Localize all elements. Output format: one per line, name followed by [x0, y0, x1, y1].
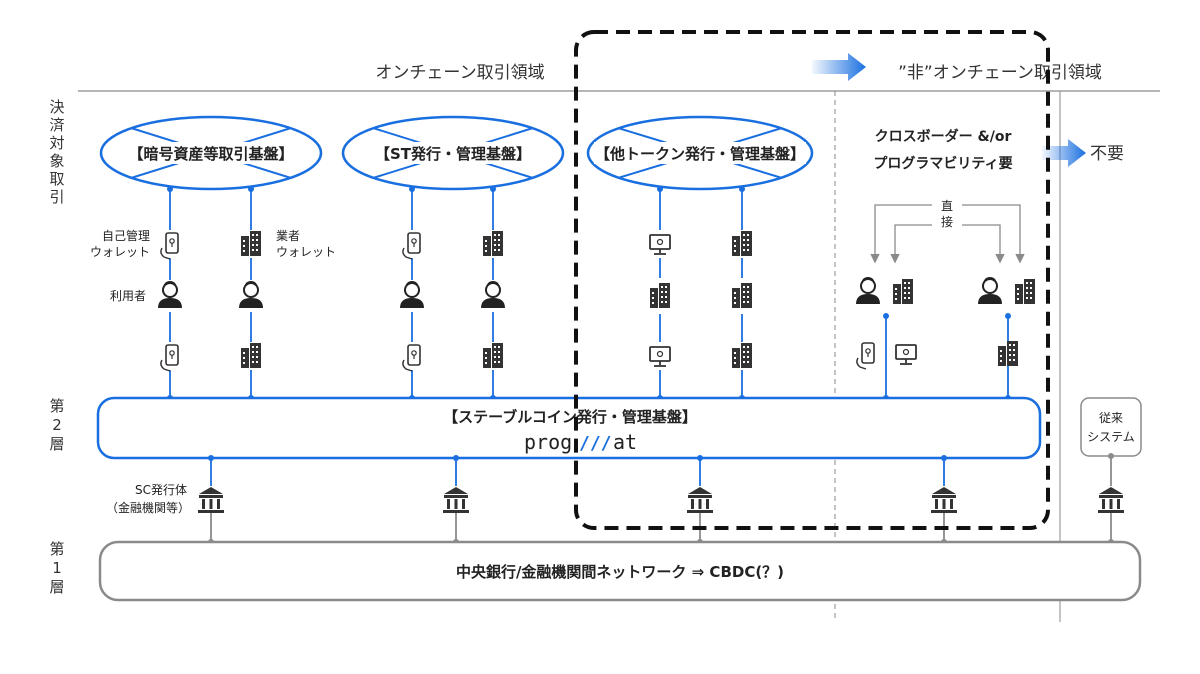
- crossborder-line1: クロスボーダー &/or: [875, 128, 1012, 145]
- user-label: 利用者: [110, 289, 146, 303]
- layer2-side-label: 第 2 層: [49, 397, 64, 453]
- bank-icon: [687, 487, 713, 513]
- network-label: 中央銀行/金融機関間ネットワーク ⇒ CBDC(？): [456, 563, 784, 581]
- direct-connection-bracket: [870, 204, 1025, 264]
- bank-icon: [931, 487, 957, 513]
- connector-dots: [167, 186, 1011, 401]
- user-icon: [855, 276, 881, 305]
- stablecoin-platform-bar: [96, 396, 1042, 460]
- svg-text:第: 第: [49, 397, 64, 415]
- svg-text:済: 済: [49, 116, 64, 134]
- settlement-side-label: 決 済 対 象 取 引: [49, 98, 64, 206]
- layer1-side-label: 第 1 層: [49, 540, 64, 596]
- bank-icon: [1098, 487, 1124, 513]
- right-arrow-icon: [1042, 139, 1086, 167]
- building-icon: [1015, 279, 1035, 304]
- svg-text:決: 決: [49, 98, 64, 116]
- building-icon: [893, 279, 913, 304]
- other-token-platform-label: 【他トークン発行・管理基盤】: [595, 145, 805, 163]
- svg-text:取: 取: [49, 170, 64, 188]
- st-platform-label: 【ST発行・管理基盤】: [375, 145, 531, 163]
- crypto-platform: 【暗号資産等取引基盤】: [99, 115, 323, 191]
- svg-text:2: 2: [52, 416, 62, 434]
- svg-text:層: 層: [49, 435, 64, 453]
- phone-wallet-icon: [856, 342, 875, 370]
- custodial-label-1: 業者: [276, 229, 300, 243]
- direct-label-1: 直: [941, 199, 953, 213]
- building-icon: [998, 341, 1018, 366]
- bank-icon: [443, 487, 469, 513]
- onchain-region-label: オンチェーン取引領域: [375, 63, 544, 83]
- legacy-label-1: 従来: [1099, 411, 1123, 425]
- stablecoin-platform-label: 【ステーブルコイン発行・管理基盤】: [443, 408, 697, 426]
- svg-text:at: at: [613, 430, 637, 454]
- crossborder-line2: プログラマビリティ要: [873, 155, 1012, 172]
- right-arrow-icon: [812, 53, 866, 81]
- issuer-label-2: （金融機関等）: [106, 500, 190, 515]
- svg-text:層: 層: [49, 578, 64, 596]
- svg-text:第: 第: [49, 540, 64, 558]
- svg-text:対: 対: [49, 134, 64, 152]
- custodial-label-2: ウォレット: [276, 245, 336, 259]
- self-custody-label-1: 自己管理: [102, 228, 150, 243]
- user-icon: [977, 276, 1003, 305]
- network-bar: [98, 540, 1142, 602]
- sc-to-issuer-connectors: [210, 458, 945, 486]
- monitor-icon: [895, 344, 917, 365]
- legacy-label-2: システム: [1087, 430, 1135, 444]
- progmat-logo: prog /// at: [524, 430, 637, 454]
- direct-label-2: 接: [941, 214, 953, 229]
- svg-text:prog: prog: [524, 430, 572, 454]
- platform-connectors: [169, 189, 1009, 398]
- self-custody-label-2: ウォレット: [90, 245, 150, 259]
- highlight-dashed-box: [574, 30, 1050, 530]
- nonchain-region-label: ”非”オンチェーン取引領域: [898, 63, 1102, 83]
- unnecessary-label: 不要: [1090, 144, 1124, 164]
- issuer-label-1: SC発行体: [135, 483, 187, 497]
- other-token-platform: 【他トークン発行・管理基盤】: [586, 115, 814, 191]
- svg-text:引: 引: [49, 188, 64, 206]
- svg-text:///: ///: [579, 433, 612, 454]
- legacy-system-box: [1080, 397, 1142, 457]
- svg-text:象: 象: [49, 152, 64, 170]
- svg-text:1: 1: [52, 559, 62, 577]
- st-platform: 【ST発行・管理基盤】: [341, 115, 565, 191]
- crypto-platform-label: 【暗号資産等取引基盤】: [128, 145, 293, 163]
- bank-icon: [198, 487, 224, 513]
